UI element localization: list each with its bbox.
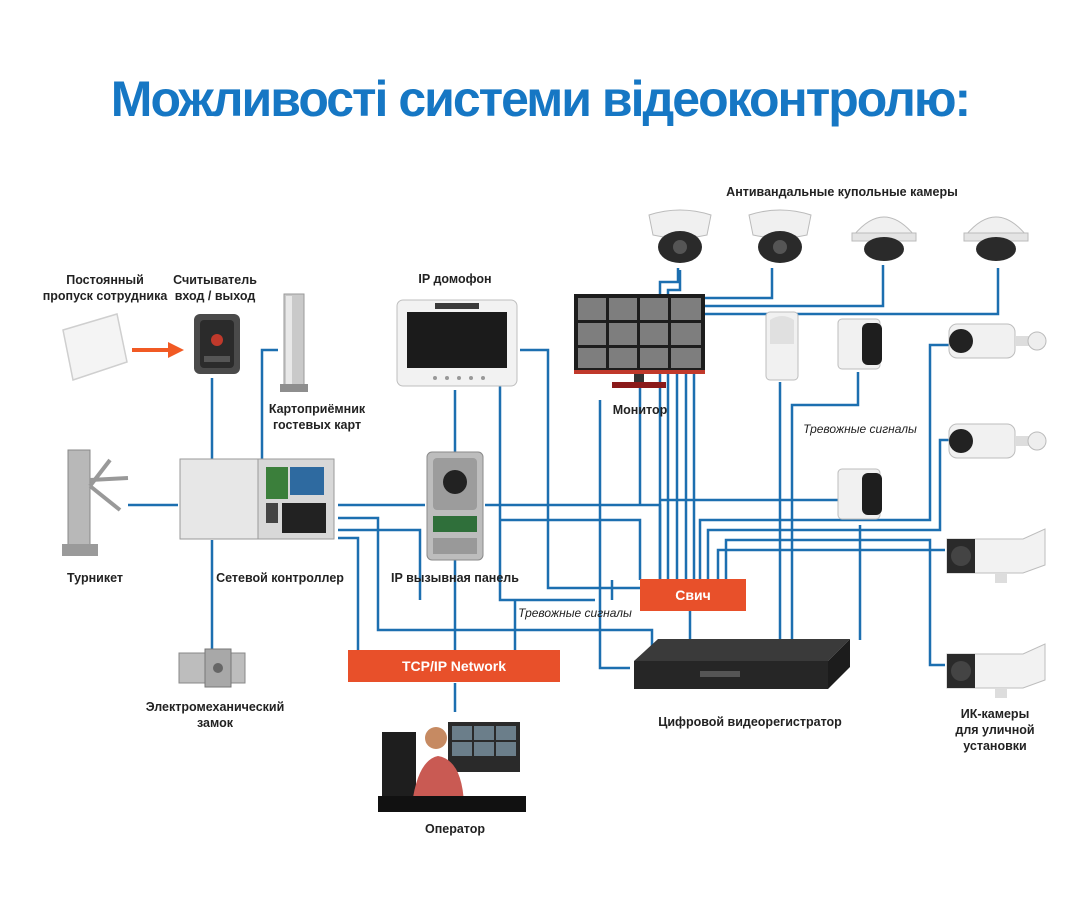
bullet-camera-icon	[946, 643, 1046, 698]
ip-intercom-icon	[396, 299, 518, 387]
alarm-signals-label-1: Тревожные сигналы	[803, 422, 917, 436]
network-controller-icon	[179, 458, 335, 540]
dome-camera-icon	[963, 216, 1029, 261]
turnstile-label: Турникет	[67, 571, 123, 585]
dome-camera-icon	[851, 216, 917, 261]
card-reader-icon	[194, 314, 240, 374]
call-panel-label: IP вызывная панель	[391, 571, 519, 585]
electromechanical-lock-icon	[178, 648, 246, 688]
ir-cameras-label: ИК-камеры для уличной установки	[955, 707, 1035, 753]
intercom-label: IP домофон	[418, 272, 492, 286]
dvr-icon	[634, 639, 850, 689]
lock-label: Электромеханический замок	[145, 700, 285, 730]
turnstile-icon	[62, 449, 129, 556]
pass-label: Постоянный пропуск сотрудника	[42, 273, 168, 303]
dome-cameras-label: Антивандальные купольные камеры	[726, 185, 958, 199]
alarm-signals-label-2: Тревожные сигналы	[518, 606, 632, 620]
motion-sensor-icon	[765, 311, 799, 381]
dome-camera-icon	[648, 209, 712, 263]
bullet-camera-icon	[946, 528, 1046, 583]
switch-box: Свич	[640, 579, 746, 611]
operator-label: Оператор	[424, 822, 486, 836]
bullet-camera-icon	[948, 323, 1047, 359]
card-receiver-icon	[280, 293, 308, 392]
dvr-label: Цифровой видеорегистратор	[658, 715, 842, 729]
card-receiver-label: Картоприёмник гостевых карт	[268, 402, 366, 432]
alarm-siren-icon	[837, 468, 882, 520]
monitor-label: Монитор	[612, 403, 668, 417]
page-title: Можливості системи відеоконтролю:	[110, 71, 971, 127]
monitor-icon	[574, 294, 705, 388]
reader-label: Считыватель вход / выход	[173, 273, 257, 303]
alarm-siren-icon	[837, 318, 882, 370]
network-box: TCP/IP Network	[348, 650, 560, 682]
operator-icon	[378, 722, 526, 812]
pass-card-icon	[62, 313, 128, 381]
controller-label: Сетевой контроллер	[216, 571, 344, 585]
ip-call-panel-icon	[426, 451, 484, 561]
bullet-camera-icon	[948, 423, 1047, 459]
dome-camera-icon	[748, 209, 812, 263]
